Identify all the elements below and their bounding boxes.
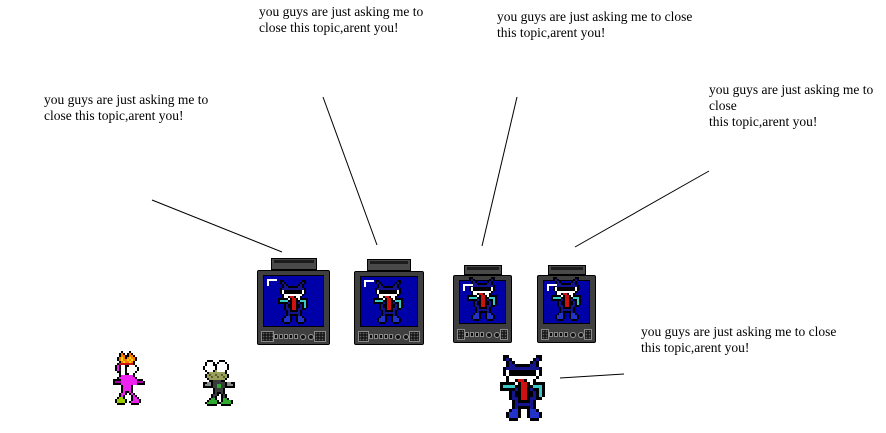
tv-button-icon (293, 334, 298, 339)
tv-button-icon (273, 334, 278, 339)
speech-text-5: you guys are just asking me to close thi… (641, 324, 837, 355)
tv-knob-icon (486, 331, 492, 338)
tv-control-panel (261, 331, 326, 342)
wolf-robot-sprite (277, 280, 310, 324)
tv-screen (360, 276, 418, 327)
green-character-sprite (203, 360, 235, 406)
tv-button-icon (559, 332, 563, 337)
tv-4 (537, 265, 596, 343)
speaker-grille-left-icon (358, 331, 369, 342)
tv-button-icon (549, 332, 553, 337)
tv-body (453, 275, 512, 343)
tv-button-icon (554, 332, 558, 337)
speaker-grille-right-icon (409, 331, 420, 342)
tv-knob-icon (494, 331, 500, 338)
tv-button-icon (283, 334, 288, 339)
tv-button-icon (369, 334, 373, 339)
tv-knob-icon (578, 331, 584, 338)
tv-buttons (273, 333, 314, 340)
tv-button-icon (564, 332, 568, 337)
speech-text-4: you guys are just asking me to close thi… (709, 82, 874, 129)
tv-button-icon (278, 334, 283, 339)
speech-text-2: you guys are just asking me to close thi… (259, 4, 424, 35)
tv-button-icon (389, 334, 393, 339)
tv-top-vent (270, 258, 317, 270)
tv-button-icon (470, 332, 474, 337)
tv-button-icon (374, 334, 378, 339)
tv-top-vent (463, 265, 502, 275)
tv-screen (543, 277, 590, 324)
tv-knob-icon (403, 333, 409, 340)
wolf-robot-sprite (550, 277, 583, 321)
tv-button-icon (465, 332, 469, 337)
speaker-grille-left-icon (457, 329, 465, 340)
tv-button-icon (475, 332, 479, 337)
tv-button-icon (379, 334, 383, 339)
speaker-grille-left-icon (261, 331, 274, 342)
tv-button-icon (384, 334, 388, 339)
tv-3 (453, 265, 512, 343)
tv-2 (354, 259, 424, 345)
tv-body (257, 270, 330, 345)
wolf-robot-sprite (373, 280, 405, 324)
tv-buttons (369, 333, 409, 340)
speaker-grille-right-icon (500, 329, 508, 340)
blue-wolf-character-sprite (500, 355, 548, 421)
tv-1 (257, 258, 330, 345)
tv-control-panel (358, 331, 420, 342)
tv-knob-icon (307, 333, 314, 340)
tv-knob-icon (299, 333, 306, 340)
tv-body (537, 275, 596, 343)
speaker-grille-right-icon (313, 331, 326, 342)
speech-text-3: you guys are just asking me to close thi… (497, 9, 693, 40)
tv-body (354, 271, 424, 345)
fire-hair-character-sprite (113, 351, 147, 405)
speaker-grille-right-icon (584, 329, 592, 340)
tv-top-vent (547, 265, 586, 275)
tv-button-icon (480, 332, 484, 337)
tv-knob-icon (395, 333, 401, 340)
tv-knob-icon (570, 331, 576, 338)
tv-button-icon (288, 334, 293, 339)
tv-buttons (465, 331, 500, 338)
tv-buttons (549, 331, 584, 338)
speaker-grille-left-icon (541, 329, 549, 340)
speech-text-1: you guys are just asking me to close thi… (44, 92, 209, 123)
wolf-robot-sprite (466, 277, 499, 321)
tv-control-panel (457, 329, 508, 340)
tv-screen (459, 277, 506, 324)
tv-screen (263, 275, 324, 327)
tv-control-panel (541, 329, 592, 340)
tv-top-vent (367, 259, 411, 271)
